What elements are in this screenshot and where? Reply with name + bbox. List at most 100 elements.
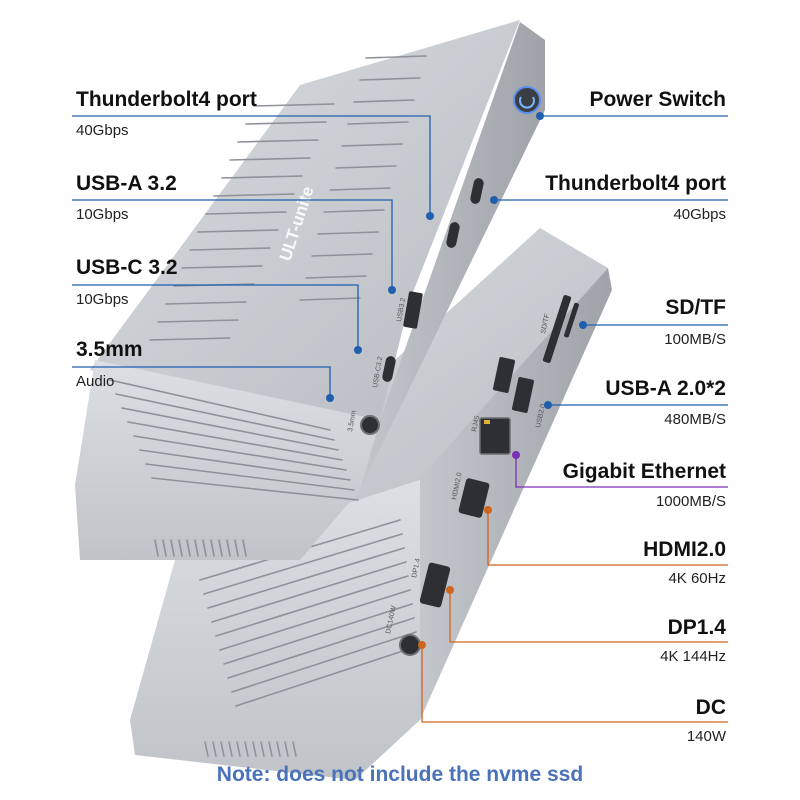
ethernet-led [484,420,490,424]
callout-thunderbolt4-left-spec: 40Gbps [76,122,129,139]
vent-groove [219,589,411,651]
vent-groove [253,103,335,107]
vent-groove [268,741,273,757]
leader-dp [449,590,728,643]
dot-thunderbolt-left [426,212,434,220]
callout-usb-a-3-2-spec: 10Gbps [76,206,129,223]
callout-ethernet-spec: 1000MB/S [655,493,726,510]
dot-audio [326,394,334,402]
vent-groove [228,741,233,757]
disclaimer-note: Note: does not include the nvme ssd [216,763,584,786]
dp-port[interactable] [419,562,451,608]
vent-groove [165,301,247,305]
callout-usb-c-3-2-spec: 10Gbps [76,291,129,308]
thunderbolt4-port-2[interactable] [445,221,460,249]
vent-groove [292,741,297,757]
callout-hdmi-title: HDMI2.0 [643,538,726,561]
dc-jack[interactable] [399,634,421,656]
hdmi-port[interactable] [458,478,490,519]
lower-dock-front-face [420,268,612,720]
vent-groove [276,741,281,757]
vent-groove [157,319,239,323]
callout-thunderbolt4-right-spec: 40Gbps [673,206,726,223]
vent-groove [162,539,167,557]
vent-groove [284,741,289,757]
dot-usb-c-3-2 [354,346,362,354]
port-label-usb-a: USB3.2 [396,297,407,322]
vent-groove [323,209,385,213]
vent-groove [181,265,263,269]
upper-dock-front-face [360,22,545,490]
callout-audio-spec: Audio [76,373,115,390]
usb-c-3-2-port[interactable] [381,355,396,383]
callout-thunderbolt4-left-title: Thunderbolt4 port [76,88,257,111]
vent-groove [220,741,225,757]
power-icon [519,96,535,109]
callout-audio-title: 3.5mm [76,338,143,361]
vent-groove [226,539,231,557]
dot-thunderbolt-right [490,196,498,204]
vent-groove [236,741,241,757]
vent-groove [149,337,231,341]
lower-bottom-vents [204,741,297,757]
callout-usb-a-3-2-title: USB-A 3.2 [76,172,177,195]
upper-side-vents [109,379,359,501]
vent-groove [341,143,403,147]
dot-usb-a-2-0 [544,401,552,409]
vent-groove [299,297,361,301]
vent-groove [335,165,397,169]
vent-groove [353,99,415,103]
audio-jack[interactable] [360,415,380,435]
callout-usb-a-2-0-spec: 480MB/S [664,411,726,428]
callout-dp-title: DP1.4 [667,616,726,639]
vent-groove [229,157,311,161]
sd-slot[interactable] [542,294,572,364]
callout-hdmi-spec: 4K 60Hz [668,570,726,587]
vent-groove [311,253,373,257]
dot-dp [446,586,454,594]
upper-bottom-vents [154,539,247,557]
vent-groove [170,539,175,557]
vent-groove [154,539,159,557]
vent-groove [211,561,407,623]
ethernet-port[interactable] [479,417,511,455]
leader-audio [72,366,331,398]
port-label-sd: SD/TF [540,313,551,334]
vent-groove [189,247,271,251]
vent-groove [203,533,403,595]
leader-ethernet [515,455,728,488]
thunderbolt4-port-1[interactable] [469,177,484,205]
vent-groove [194,539,199,557]
tf-slot[interactable] [564,302,580,338]
vent-groove [127,421,343,461]
callout-dots [326,112,587,649]
vent-groove [186,539,191,557]
vent-groove [260,741,265,757]
vent-groove [207,547,405,609]
usb-a-2-0-port-1[interactable] [493,357,516,394]
vent-groove [329,187,391,191]
callout-sd-tf-title: SD/TF [665,296,726,319]
vent-groove [121,407,339,451]
vent-groove [223,603,413,665]
vent-groove [227,617,415,679]
usb-a-3-2-port[interactable] [403,291,423,329]
vent-groove [347,121,409,125]
usb-a-2-0-port-2[interactable] [512,377,535,414]
vent-groove [133,435,347,471]
port-label-usb2: USB2.0 [535,403,547,428]
vent-groove [205,211,287,215]
vent-groove [359,77,421,81]
vent-groove [202,539,207,557]
power-switch[interactable] [513,86,541,114]
callout-dc-title: DC [695,696,726,719]
vent-groove [210,539,215,557]
callout-thunderbolt4-right-title: Thunderbolt4 port [545,172,726,195]
callout-dc-spec: 140W [686,728,726,745]
port-label-rj45: RJ45 [471,415,481,433]
vent-groove [237,139,319,143]
vent-groove [221,175,303,179]
upper-dock-top-face [90,20,520,420]
